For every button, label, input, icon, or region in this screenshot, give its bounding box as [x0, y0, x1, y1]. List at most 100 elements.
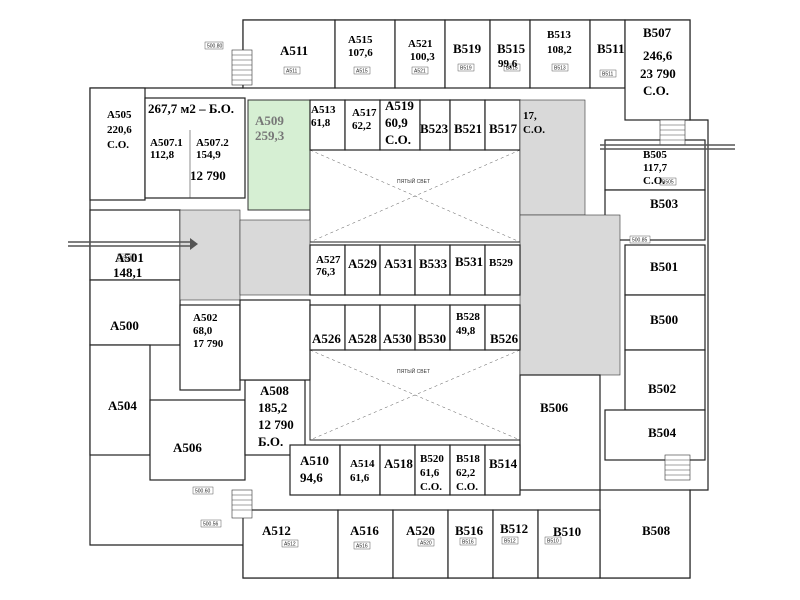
- label-B533: B533: [419, 256, 448, 271]
- label-A507-2-area: 154,9: [196, 149, 221, 161]
- room-A502: [179, 304, 241, 391]
- label-B505: B505: [643, 149, 667, 161]
- label-A519-note: С.О.: [385, 132, 411, 147]
- svg-text:B515: B515: [506, 66, 518, 72]
- room-B526: [484, 304, 521, 351]
- tag-A520: A520: [417, 538, 435, 547]
- label-A516: A516: [350, 523, 379, 538]
- room-A515: [334, 19, 396, 89]
- label-B512: B512: [500, 521, 528, 536]
- tag-B510: B510: [544, 536, 562, 545]
- label-A507-1-area: 112,8: [150, 149, 175, 161]
- svg-text:A511: A511: [286, 69, 298, 75]
- label-A513-area: 61,8: [311, 117, 331, 129]
- label-A514-area: 61,6: [350, 472, 370, 484]
- room-A507: [144, 97, 246, 199]
- room-B518: [449, 444, 486, 496]
- core-west-2: [239, 219, 311, 296]
- svg-text:B512: B512: [504, 539, 516, 545]
- label-B518: B518: [456, 453, 480, 465]
- tag-B516: B516: [459, 537, 477, 546]
- svg-text:B513: B513: [554, 66, 566, 72]
- label-B505-area: 117,7: [643, 162, 668, 174]
- label-A508-price: 12 790: [258, 417, 294, 432]
- tag-A515: A515: [353, 66, 371, 75]
- room-B530: [414, 304, 451, 351]
- tag-B511: B511: [599, 69, 617, 78]
- label-B530: B530: [418, 331, 446, 346]
- tag-B519: B519: [457, 63, 475, 72]
- room-A514: [339, 444, 381, 496]
- label-A510-area: 94,6: [300, 470, 323, 485]
- skylight-label-north: ПЯТЫЙ СВЕТ: [397, 177, 430, 185]
- tag-A516: A516: [353, 541, 371, 550]
- label-A514: A514: [350, 458, 375, 470]
- label-B517: B517: [489, 121, 518, 136]
- label-B501: B501: [650, 259, 678, 274]
- room-A513: [309, 99, 346, 151]
- label-B517-note: С.О.: [523, 124, 545, 136]
- room-A500: [89, 279, 181, 346]
- svg-text:500.60: 500.60: [195, 489, 211, 495]
- label-A504: A504: [108, 398, 137, 413]
- label-B507-price: 23 790: [640, 66, 676, 81]
- svg-text:B505: B505: [662, 180, 674, 186]
- room-A504: [89, 344, 151, 456]
- entrance-arrow-west: [68, 238, 198, 250]
- label-A530: A530: [383, 331, 412, 346]
- tag-500-85: 500.85: [629, 235, 651, 244]
- svg-text:500.56: 500.56: [203, 522, 219, 528]
- room-B528: [449, 304, 486, 351]
- label-A501-area: 148,1: [113, 265, 142, 280]
- core-west: [179, 209, 241, 301]
- label-B511: B511: [597, 41, 624, 56]
- room-B501: [624, 244, 706, 296]
- room-B529: [484, 244, 521, 296]
- tag-A511: A511: [283, 66, 301, 75]
- label-A500: A500: [110, 318, 139, 333]
- label-B510: B510: [553, 524, 581, 539]
- label-B529: B529: [489, 257, 513, 269]
- label-A508: A508: [260, 383, 289, 398]
- stair-west-top: [231, 49, 253, 86]
- skylight-label-south: ПЯТЫЙ СВЕТ: [397, 367, 430, 375]
- svg-text:A512: A512: [284, 542, 296, 548]
- label-A508-area: 185,2: [258, 400, 287, 415]
- label-A505-area: 220,6: [107, 124, 132, 136]
- room-B531: [449, 244, 486, 296]
- room-B502: [624, 349, 706, 411]
- label-B518-note: С.О.: [456, 481, 478, 493]
- tag-B515: B515: [503, 63, 521, 72]
- label-B506: B506: [540, 400, 569, 415]
- tag-B505: B505: [659, 177, 677, 186]
- room-A531: [379, 244, 416, 296]
- label-A515: A515: [348, 34, 373, 46]
- label-B517-area: 17,: [523, 110, 537, 122]
- tag-A512: A512: [281, 539, 299, 548]
- label-A528: A528: [348, 331, 377, 346]
- label-B514: B514: [489, 456, 518, 471]
- label-B520-area: 61,6: [420, 467, 440, 479]
- svg-text:500.80: 500.80: [207, 44, 223, 50]
- tag-A521: A521: [411, 66, 429, 75]
- room-A506: [149, 399, 246, 481]
- svg-text:A501: A501: [120, 256, 132, 262]
- room-B517: [484, 99, 521, 151]
- label-B502: B502: [648, 381, 676, 396]
- room-B507: [624, 19, 691, 121]
- room-B504: [604, 409, 706, 461]
- label-A505: A505: [107, 109, 132, 121]
- label-B513: B513: [547, 29, 571, 41]
- room-B521: [449, 99, 486, 151]
- label-A505-note: С.О.: [107, 139, 129, 151]
- room-A511: [242, 19, 336, 89]
- label-A502: A502: [193, 312, 218, 324]
- label-A510: A510: [300, 453, 329, 468]
- room-B520: [414, 444, 451, 496]
- svg-text:A520: A520: [420, 541, 432, 547]
- label-A512: A512: [262, 523, 291, 538]
- label-A517: A517: [352, 107, 377, 119]
- label-B519: B519: [453, 41, 482, 56]
- tag-B513: B513: [551, 63, 569, 72]
- label-B518-area: 62,2: [456, 467, 476, 479]
